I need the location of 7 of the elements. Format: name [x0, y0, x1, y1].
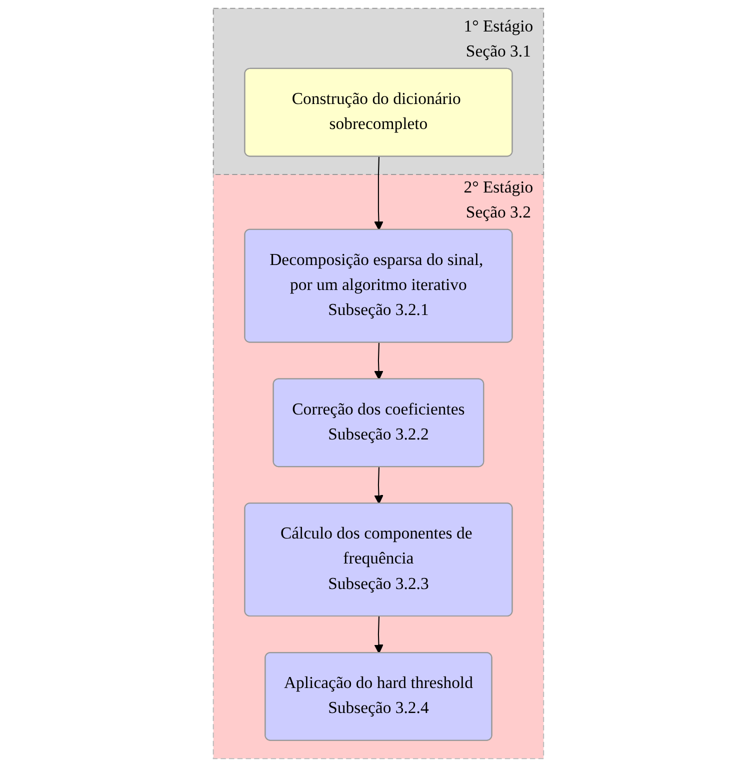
process-box: Cálculo dos componentes de frequência Subseção 3.2.3	[244, 502, 512, 617]
stage-heading: 1° Estágio Seção 3.1	[463, 18, 533, 61]
stage-heading: 2° Estágio Seção 3.2	[463, 178, 533, 222]
process-box: Construção do dicionário sobrecompleto	[244, 68, 512, 157]
process-box: Aplicação do hard threshold Subseção 3.2.4	[264, 652, 492, 741]
process-box: Correção dos coeficientes Subseção 3.2.2	[272, 378, 484, 468]
process-box: Decomposição esparsa do sinal, por um algoritmo iterativo Subseção 3.2.1	[244, 228, 512, 343]
